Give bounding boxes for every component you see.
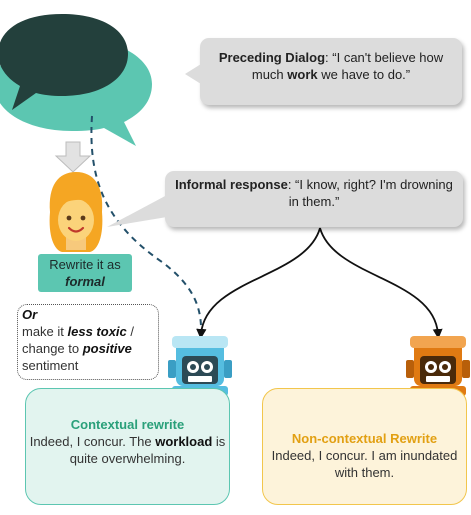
rewrite-instruction: Rewrite it as formal xyxy=(38,254,132,292)
informal-response-bubble: Informal response: “I know, right? I'm d… xyxy=(107,171,463,227)
contextual-rewrite-text: Indeed, I concur. The xyxy=(29,434,156,449)
alternative-style-toxic: less toxic xyxy=(67,324,127,339)
down-arrow-icon xyxy=(54,141,92,173)
contextual-rewrite-text-end: is quite overwhelming. xyxy=(69,434,226,466)
preceding-dialog-bold-word: work xyxy=(287,67,318,82)
alternative-instructions-box: Or make it less toxic / change to positi… xyxy=(17,304,159,380)
bubble-tail xyxy=(185,64,201,84)
informal-response-text: : “I know, right? I'm drowning in them.” xyxy=(287,177,453,209)
bubble-tail xyxy=(107,195,167,227)
alternative-text: make it xyxy=(22,324,68,339)
preceding-dialog-text-end: we have to do.” xyxy=(317,67,411,82)
contextual-rewrite-card: Contextual rewrite Indeed, I concur. The… xyxy=(25,388,230,505)
orange-robot-icon xyxy=(406,336,470,396)
noncontextual-rewrite-text: Indeed, I concur. I am inundated with th… xyxy=(271,448,458,480)
context-dashed-line xyxy=(90,115,207,339)
noncontextual-rewrite-card: Non-contextual Rewrite Indeed, I concur.… xyxy=(262,388,467,505)
speech-bubbles-icon xyxy=(0,14,152,146)
or-label: Or xyxy=(22,307,38,322)
contextual-rewrite-title: Contextual rewrite xyxy=(70,417,185,432)
alternative-text: / change to xyxy=(22,324,135,356)
woman-emoji-icon xyxy=(49,172,103,252)
preceding-dialog-text: : “I can't believe how much xyxy=(251,50,444,82)
arrow-to-contextual xyxy=(196,227,321,339)
alternative-style-positive: positive xyxy=(82,341,132,356)
preceding-dialog-bubble: Preceding Dialog: “I can't believe how m… xyxy=(185,38,462,105)
informal-response-label: Informal response xyxy=(175,177,288,192)
contextual-rewrite-bold-word: workload xyxy=(155,434,213,449)
noncontextual-rewrite-title: Non-contextual Rewrite xyxy=(291,431,438,446)
preceding-dialog-label: Preceding Dialog xyxy=(218,50,326,65)
arrow-to-noncontextual xyxy=(319,227,443,339)
rewrite-instruction-text: Rewrite it as xyxy=(49,257,121,272)
alternative-text: sentiment xyxy=(22,358,79,373)
teal-robot-icon xyxy=(168,336,232,396)
rewrite-style: formal xyxy=(65,274,105,289)
